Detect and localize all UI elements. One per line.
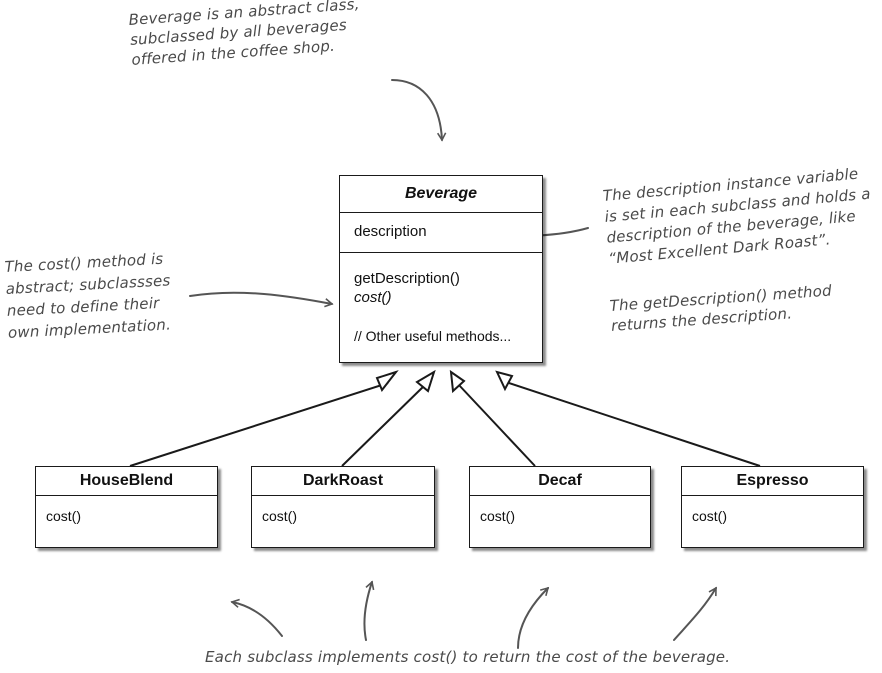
- class-darkroast-name: DarkRoast: [302, 472, 384, 489]
- method-cost: cost(): [262, 508, 297, 524]
- class-houseblend-name: HouseBlend: [79, 472, 174, 489]
- inherit-line-espresso: [505, 381, 761, 467]
- class-decaf-name: Decaf: [538, 472, 582, 489]
- inherit-arrowhead-decaf: [449, 369, 466, 394]
- class-espresso: Espresso cost(): [681, 466, 864, 548]
- class-houseblend: HouseBlend cost(): [35, 466, 218, 548]
- inherit-line-darkroast: [341, 383, 427, 467]
- field-description: description: [354, 223, 427, 240]
- bottom-arrow-houseblend: [230, 598, 283, 637]
- method-cost-abstract: cost(): [354, 289, 392, 306]
- method-other: // Other useful methods...: [354, 328, 512, 344]
- left-note-arrow: [189, 291, 334, 308]
- class-beverage-name: Beverage: [404, 185, 478, 202]
- class-decaf-methods: cost(): [470, 495, 650, 524]
- inherit-line-decaf: [457, 383, 536, 467]
- inherit-arrowhead-espresso: [495, 370, 514, 392]
- method-cost: cost(): [46, 508, 81, 524]
- bottom-arrow-darkroast: [363, 580, 375, 641]
- class-decaf: Decaf cost(): [469, 466, 651, 548]
- bottom-arrow-decaf: [517, 586, 550, 649]
- class-darkroast-methods: cost(): [252, 495, 434, 524]
- inherit-arrowhead-houseblend: [375, 370, 399, 392]
- method-get-description: getDescription(): [354, 270, 460, 287]
- class-beverage-fields: description: [340, 212, 542, 252]
- note-subclass-cost: Each subclass implements cost() to retur…: [205, 648, 731, 666]
- class-houseblend-methods: cost(): [36, 495, 217, 524]
- class-espresso-methods: cost(): [682, 495, 863, 524]
- method-cost: cost(): [692, 508, 727, 524]
- note-cost-abstract: The cost() method is abstract; subclasss…: [4, 247, 173, 344]
- class-darkroast: DarkRoast cost(): [251, 466, 435, 548]
- class-beverage-methods: getDescription() cost() // Other useful …: [340, 252, 542, 346]
- class-beverage: Beverage description getDescription() co…: [339, 175, 543, 363]
- top-note-arrow: [391, 79, 447, 142]
- class-espresso-name: Espresso: [736, 472, 809, 489]
- inherit-arrowhead-darkroast: [415, 369, 436, 393]
- inherit-line-houseblend: [129, 382, 389, 467]
- bottom-arrow-espresso: [673, 586, 717, 641]
- method-cost: cost(): [480, 508, 515, 524]
